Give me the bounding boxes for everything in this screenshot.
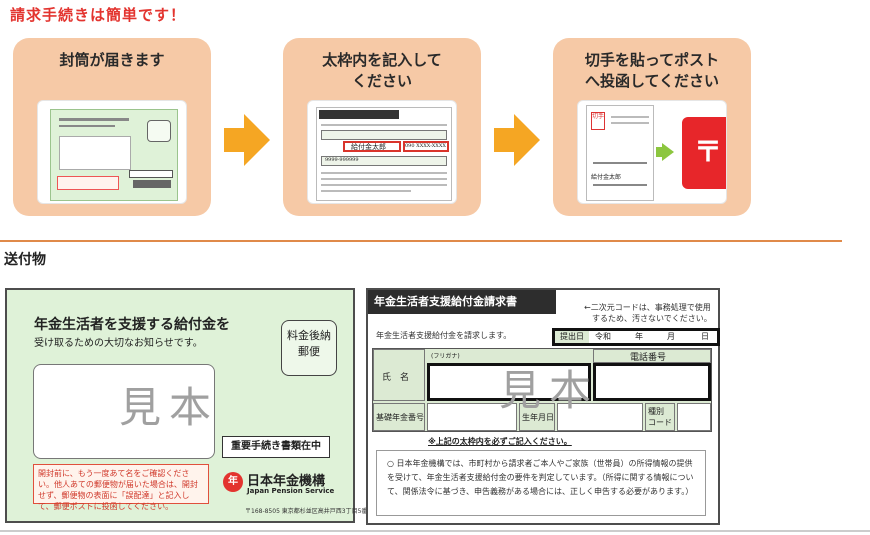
step-3-illustration: 切手 給付金太郎 〒: [577, 100, 727, 204]
step-3-card: 切手を貼ってポスト へ投函してください 切手 給付金太郎 〒: [553, 38, 751, 216]
pension-number-label: 基礎年金番号: [376, 413, 424, 422]
divider: [0, 240, 842, 242]
name-input-field[interactable]: [427, 363, 591, 401]
mini-addressee: 給付金太郎: [591, 174, 622, 181]
mini-form-row: [321, 130, 447, 140]
phone-label: 電話番号: [630, 353, 667, 363]
address-window: [33, 364, 215, 459]
type-label-cell: 種別 コード: [645, 403, 675, 431]
mini-warning: [57, 176, 119, 190]
pension-number-field[interactable]: [427, 403, 517, 431]
date-era: 令和: [595, 332, 611, 341]
date-day: 日: [701, 332, 709, 341]
form-info-box: ○ 日本年金機構では、市町村から請求者ご本人やご家族（世帯員）の所得情報の提供を…: [376, 450, 706, 516]
mini-mail-envelope: 切手 給付金太郎: [586, 105, 654, 201]
mini-text-line: [611, 122, 649, 124]
mini-phone-field: [403, 141, 449, 152]
arrow-2-icon: [514, 114, 540, 166]
form-qr-note: ←二次元コードは、事務処理で使用 するため、汚さないでください。: [584, 303, 712, 323]
important-notice-box: 重要手続き書類在中: [222, 436, 330, 458]
mini-text-line: [59, 118, 129, 121]
mini-text-line: [593, 162, 647, 164]
mini-important-box: [129, 170, 173, 178]
date-month: 月: [667, 332, 675, 341]
postage-mark: 料金後納 郵便: [281, 320, 337, 376]
form-sample-watermark: 見本: [499, 366, 600, 415]
step-3-title: 切手を貼ってポスト へ投函してください: [584, 51, 720, 90]
mini-form-row: [321, 156, 447, 166]
delivery-warning: 開封前に、もう一度あて名をご確認ください。他人あての郵便物が届いた場合は、開封せ…: [33, 464, 209, 511]
step-1-illustration: [37, 100, 187, 204]
claim-form-sample: 年金生活者支援給付金請求書 ←二次元コードは、事務処理で使用 するため、汚さない…: [366, 288, 720, 525]
headline: 請求手続きは簡単です！: [10, 6, 187, 24]
mini-text-line: [611, 116, 649, 118]
mini-name-text: 給付金太郎: [351, 143, 386, 151]
mini-text-line: [59, 125, 115, 127]
logo-name: 日本年金機構: [247, 474, 326, 489]
type-code-label: 種別 コード: [648, 407, 672, 427]
envelope-subtitle: 受け取るための大切なお知らせです。: [34, 338, 203, 349]
arrow-2-bar: [494, 128, 514, 152]
logo-english: Japan Pension Service: [247, 487, 335, 495]
section-label: 送付物: [4, 252, 46, 268]
mini-text-line: [321, 190, 411, 192]
bottom-border: [0, 530, 870, 532]
mini-phone-text: 090 XXXX-XXXX: [405, 143, 446, 149]
envelope-sample: 年金生活者を支援する給付金を 受け取るための大切なお知らせです。 料金後納 郵便…: [5, 288, 381, 523]
step-2-card: 太枠内を記入して ください 給付金太郎 090 XXXX-XXXX 9999-9…: [283, 38, 481, 216]
mini-text-line: [321, 124, 447, 126]
mini-form: 給付金太郎 090 XXXX-XXXX 9999-999999: [316, 107, 452, 201]
mini-text-line: [321, 184, 447, 186]
birth-field[interactable]: [557, 403, 643, 431]
phone-label-cell: 電話番号: [593, 349, 711, 363]
phone-input-field[interactable]: [593, 363, 711, 401]
submission-date-field: 提出日 令和 年 月 日: [552, 328, 720, 346]
mini-name-field: [343, 141, 401, 152]
arrow-1-bar: [224, 128, 244, 152]
step-2-title: 太枠内を記入して ください: [322, 51, 442, 90]
form-lead-text: 年金生活者支援給付金を請求します。: [376, 331, 512, 340]
birth-label: 生年月日: [522, 413, 554, 422]
name-label: 氏 名: [382, 373, 410, 383]
form-table: 氏 名 (フリガナ) 電話番号 基礎年金番号 生年月日 種別 コード 見本: [372, 348, 712, 432]
small-arrow-icon: [662, 143, 674, 161]
pension-service-logo: 年 日本年金機構 Japan Pension Service: [223, 470, 345, 502]
mini-form-band: [319, 110, 399, 119]
sender-address: 〒168-8505 東京都杉並区高井戸西3丁目5番24号: [245, 508, 382, 515]
postage-mark-line1: 料金後納: [287, 329, 331, 342]
postage-mark-line2: 郵便: [298, 345, 320, 358]
date-label: 提出日: [555, 331, 589, 343]
step-1-card: 封筒が届きます: [13, 38, 211, 216]
postbox-icon: 〒: [682, 117, 726, 189]
arrow-1-icon: [244, 114, 270, 166]
step-1-title: 封筒が届きます: [59, 51, 165, 69]
mini-text-line: [321, 172, 447, 174]
mini-text-line: [593, 184, 647, 186]
mini-stamp-icon: 切手: [591, 112, 605, 130]
envelope-title: 年金生活者を支援する給付金を: [34, 317, 230, 333]
form-required-note: ※上記の太枠内を必ずご記入ください。: [428, 437, 572, 446]
step-2-illustration: 給付金太郎 090 XXXX-XXXX 9999-999999: [307, 100, 457, 204]
mini-pension-text: 9999-999999: [325, 157, 359, 163]
mini-envelope: [50, 109, 178, 201]
birth-label-cell: 生年月日: [519, 403, 555, 431]
logo-mark-icon: 年: [223, 472, 243, 492]
mini-logo: [133, 180, 171, 188]
mini-stamp: [147, 120, 171, 142]
sample-watermark: 見本: [119, 383, 220, 432]
small-arrow-bar: [656, 147, 664, 157]
name-label-cell: 氏 名: [373, 349, 425, 401]
date-year: 年: [635, 332, 643, 341]
mini-window: [59, 136, 131, 170]
furigana-label: (フリガナ): [431, 353, 460, 360]
type-code-field[interactable]: [677, 403, 711, 431]
pension-label-cell: 基礎年金番号: [373, 403, 425, 431]
mini-text-line: [321, 178, 447, 180]
form-title: 年金生活者支援給付金請求書: [368, 290, 556, 314]
